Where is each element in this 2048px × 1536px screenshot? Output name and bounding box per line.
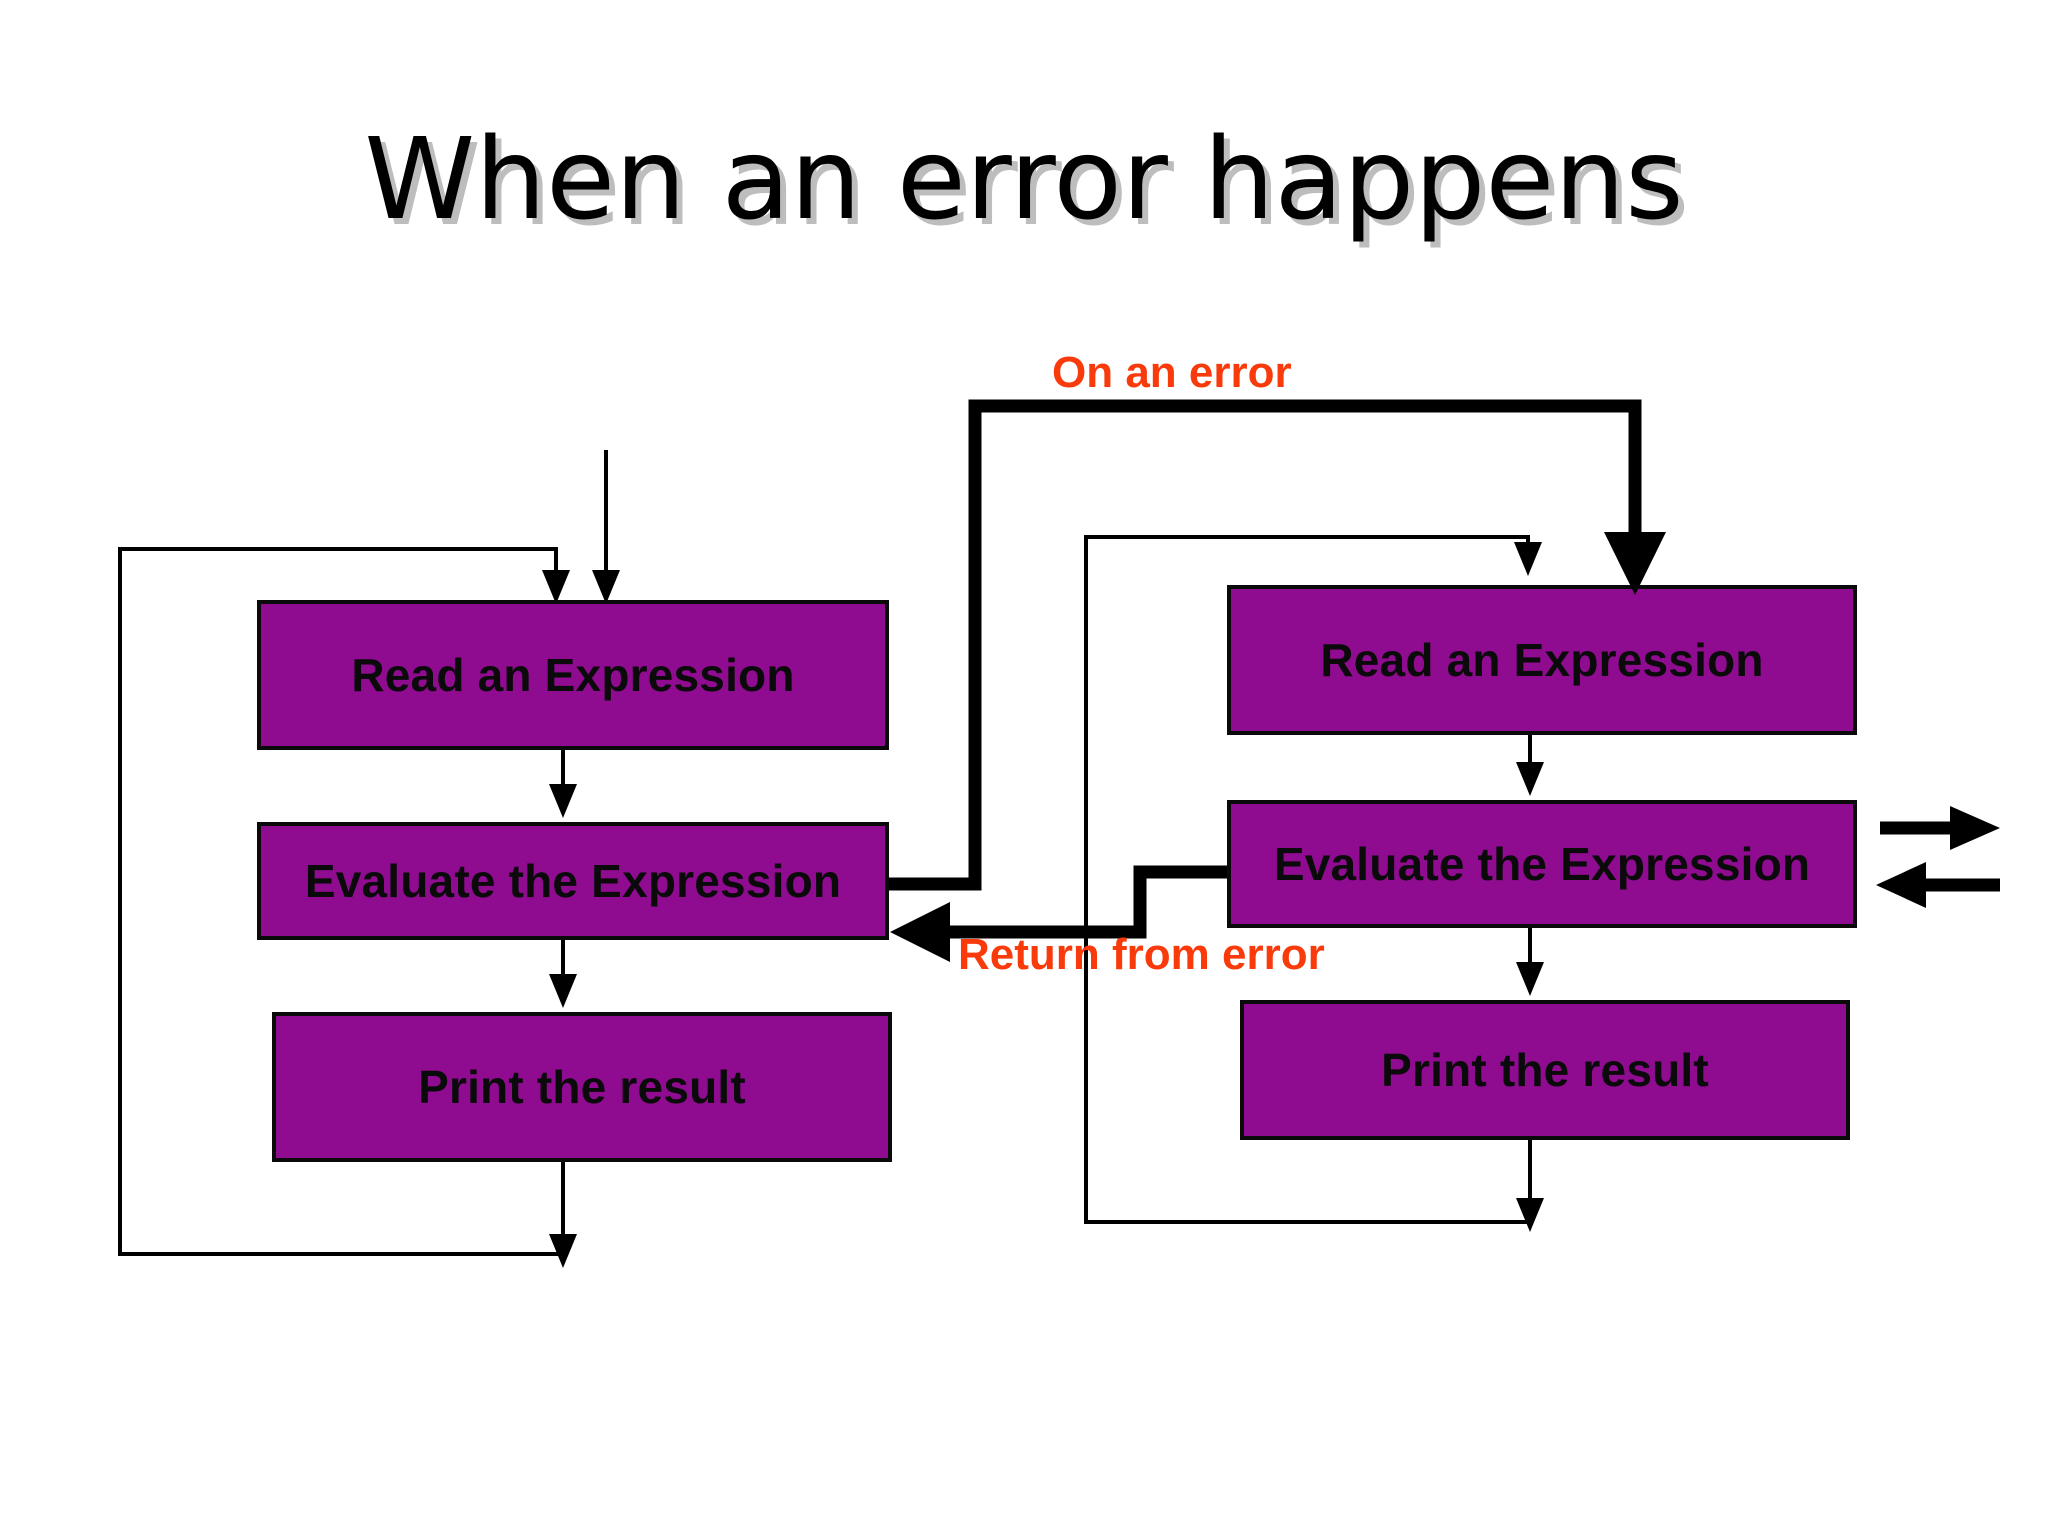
process-box-label: Print the result <box>418 1061 746 1113</box>
process-box-right-evaluate-expression[interactable]: Evaluate the Expression <box>1227 800 1857 928</box>
connector-r-eval-to-r-print <box>1516 928 1544 996</box>
connector-r-eval-in-right <box>1876 862 2000 908</box>
process-box-label: Evaluate the Expression <box>304 855 842 907</box>
process-box-right-read-expression[interactable]: Read an Expression <box>1227 585 1857 735</box>
connector-l-eval-to-l-print <box>549 940 577 1008</box>
connector-r-eval-out-right <box>1880 806 2000 850</box>
connector-entry-arrow-left <box>592 450 620 604</box>
annotation-on-an-error: On an error <box>1052 348 1292 397</box>
process-box-left-read-expression[interactable]: Read an Expression <box>257 600 889 750</box>
process-box-label: Print the result <box>1381 1044 1709 1096</box>
process-box-label: Read an Expression <box>351 649 795 701</box>
connector-r-read-to-r-eval <box>1516 735 1544 796</box>
process-box-left-print-result[interactable]: Print the result <box>272 1012 892 1162</box>
process-box-label: Read an Expression <box>1320 634 1764 686</box>
annotation-return-from-error: Return from error <box>958 930 1325 979</box>
process-box-label: Evaluate the Expression <box>1273 838 1811 890</box>
connector-l-read-to-l-eval <box>549 750 577 818</box>
process-box-right-print-result[interactable]: Print the result <box>1240 1000 1850 1140</box>
process-box-left-evaluate-expression[interactable]: Evaluate the Expression <box>257 822 889 940</box>
page-title: When an error happens <box>364 115 1684 245</box>
